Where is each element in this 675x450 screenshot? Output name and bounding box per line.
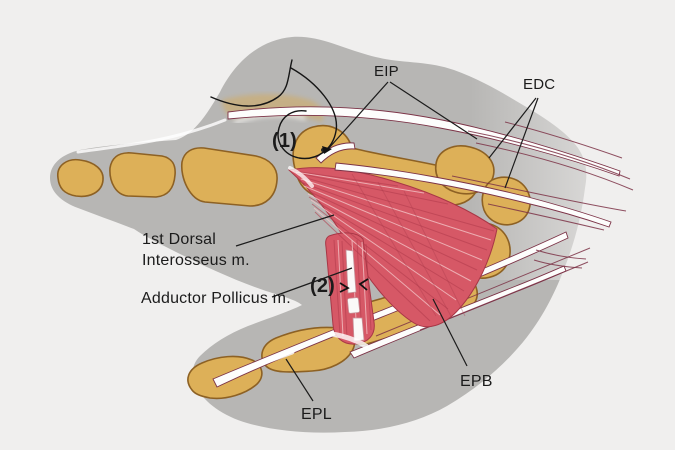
interosseous-origin-highlight xyxy=(288,166,314,188)
extensor-hood-highlight xyxy=(76,118,227,154)
index-distal-phalanx-bone xyxy=(57,158,104,198)
edc-strand-3 xyxy=(475,142,634,191)
edc-leader-2 xyxy=(504,97,539,189)
index-middle-phalanx-bone xyxy=(109,152,176,198)
epl-leader xyxy=(285,358,314,402)
eip-leader-left xyxy=(328,81,389,149)
marker2-arrow-left xyxy=(339,282,350,293)
eip-leader-arrowhead xyxy=(322,146,332,154)
label-first-dorsal-interosseous: 1st Dorsal Interosseus m. xyxy=(142,229,250,271)
label-marker-1: (1) xyxy=(272,130,298,152)
index-proximal-phalanx-bone xyxy=(180,147,278,207)
edc-index-tendon-band xyxy=(227,106,621,177)
eip-leader-right xyxy=(389,81,478,140)
hand-silhouette xyxy=(50,36,587,433)
label-first-dorsal-line2: Interosseus m. xyxy=(142,252,250,269)
marker2-arrows xyxy=(339,278,369,293)
edc-lower-tendon-band xyxy=(334,162,612,228)
edc-strand-2 xyxy=(467,130,631,180)
wrist-tendon-curve-2 xyxy=(533,259,583,269)
adductor-tendon-split xyxy=(237,249,369,375)
edc-strand-1 xyxy=(504,121,623,159)
label-marker-2: (2) xyxy=(310,275,336,297)
tendon-window xyxy=(347,297,361,314)
label-adductor-pollicus: Adductor Pollicus m. xyxy=(141,290,291,307)
label-epl: EPL xyxy=(301,406,332,423)
wrist-tendon-curve-1 xyxy=(535,249,587,260)
adductor-leader xyxy=(271,267,353,298)
epb-leader xyxy=(432,298,468,367)
label-first-dorsal-line1: 1st Dorsal xyxy=(142,231,217,248)
leader-lines xyxy=(235,81,539,402)
edc-strand-4 xyxy=(451,175,627,212)
dorsal-interosseous-leader xyxy=(235,214,335,247)
edc-strand-5 xyxy=(487,203,605,231)
label-eip: EIP xyxy=(374,63,399,80)
label-edc: EDC xyxy=(523,76,556,93)
label-epb: EPB xyxy=(460,373,493,390)
marker2-arrow-right xyxy=(358,278,369,291)
extensor-tendons xyxy=(227,106,634,231)
edc-leader-1 xyxy=(488,97,537,159)
